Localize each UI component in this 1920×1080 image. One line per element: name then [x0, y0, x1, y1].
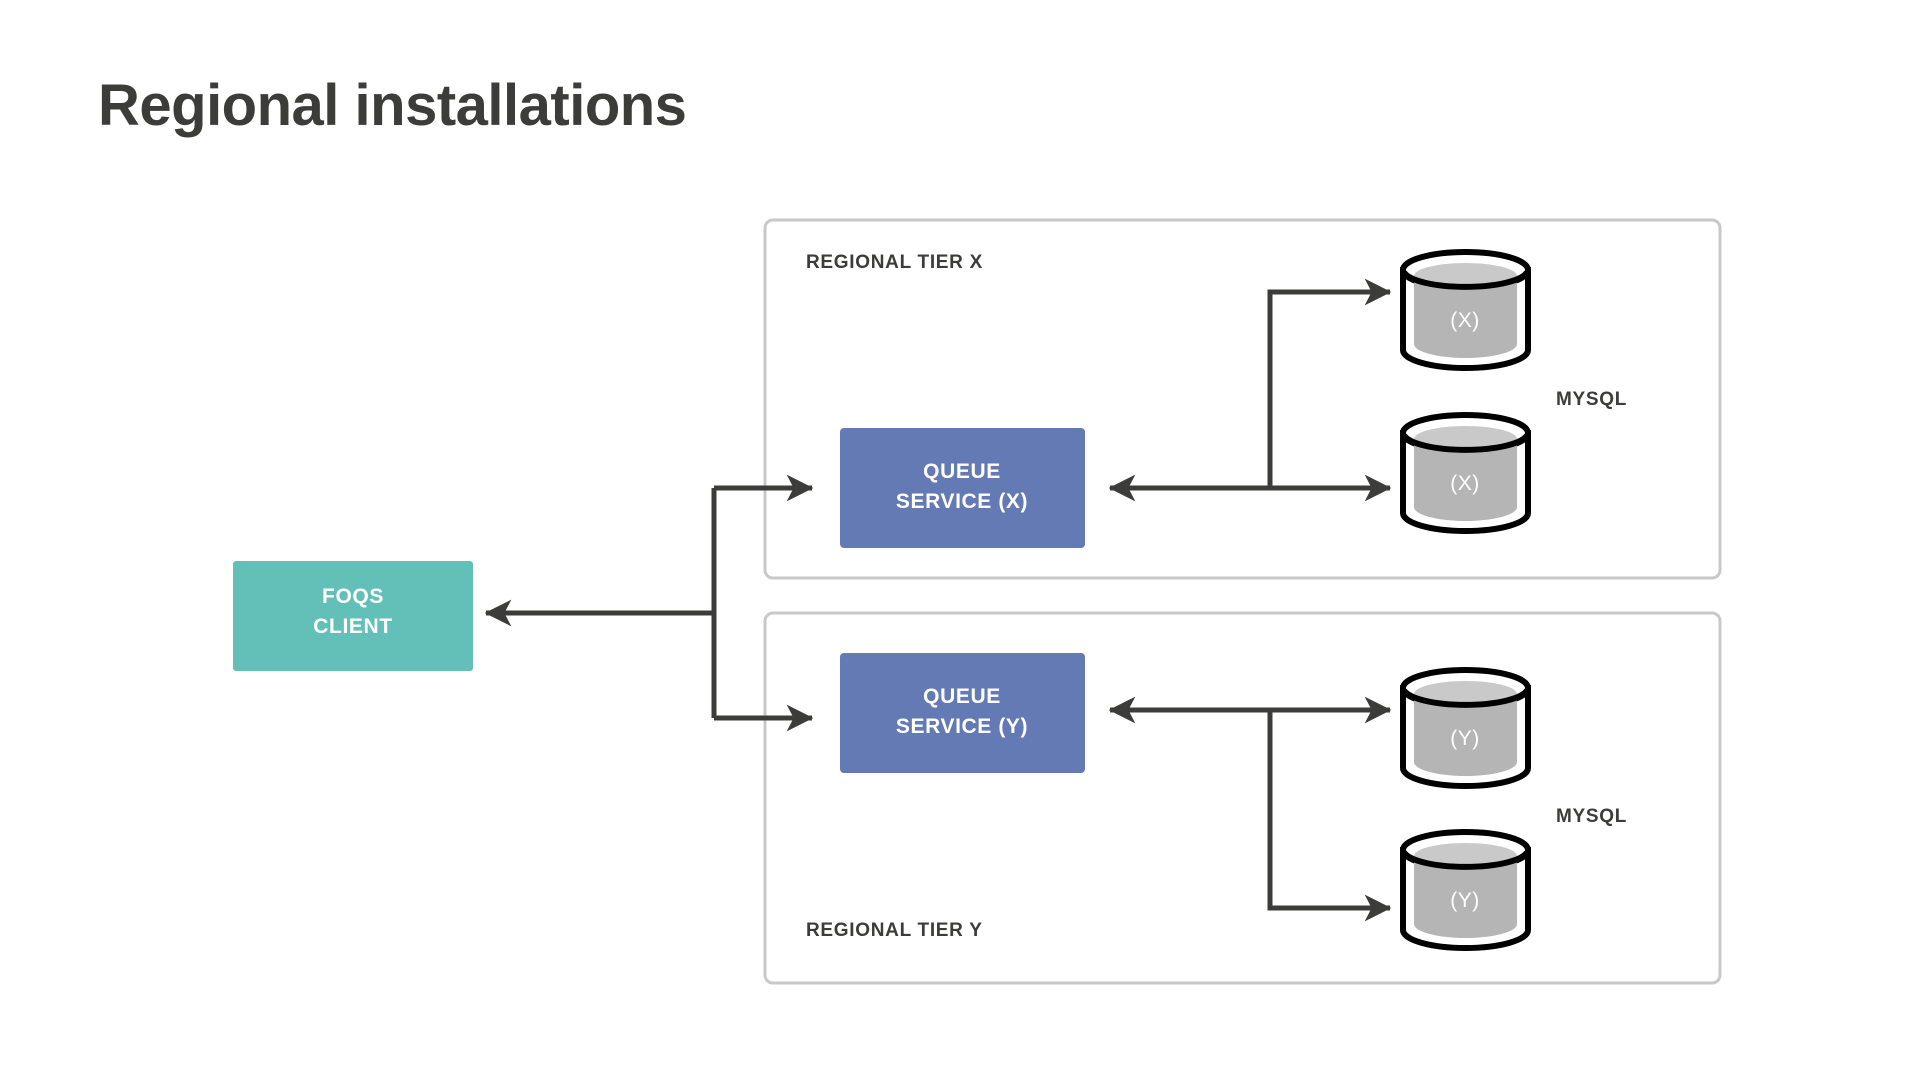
queue-service-x-box[interactable] [840, 428, 1085, 548]
database-y-1[interactable]: (Y) [1400, 667, 1531, 789]
database-y-1-label: (Y) [1450, 727, 1480, 750]
queue-service-y-label-line1: QUEUE [923, 685, 1001, 708]
database-x-1-label: (X) [1450, 309, 1480, 332]
queue-service-x-label-line1: QUEUE [923, 460, 1001, 483]
database-x-2-label: (X) [1450, 472, 1480, 495]
database-y-2-label: (Y) [1450, 889, 1480, 912]
tier-frame-x [763, 218, 1722, 580]
queue-service-y-box[interactable] [840, 653, 1085, 773]
tier-label-y: REGIONAL TIER Y [806, 920, 983, 941]
queue-service-x-label-line2: SERVICE (X) [896, 490, 1028, 513]
mysql-label-x: MYSQL [1556, 389, 1627, 410]
foqs-client-label-line1: FOQS [322, 585, 384, 608]
database-y-2[interactable]: (Y) [1400, 829, 1531, 951]
queue-service-y-label-line2: SERVICE (Y) [896, 715, 1028, 738]
database-x-2[interactable]: (X) [1400, 412, 1531, 534]
foqs-client-box[interactable] [233, 561, 473, 671]
tier-frame-y [763, 611, 1722, 985]
foqs-client-label-line2: CLIENT [313, 615, 392, 638]
database-x-1[interactable]: (X) [1400, 249, 1531, 371]
connector-service-x-to-db-x1 [1267, 278, 1392, 488]
tier-label-x: REGIONAL TIER X [806, 252, 983, 273]
connector-service-y-to-db-y2 [1267, 710, 1392, 922]
mysql-label-y: MYSQL [1556, 806, 1627, 827]
page-title: Regional installations [98, 73, 687, 138]
